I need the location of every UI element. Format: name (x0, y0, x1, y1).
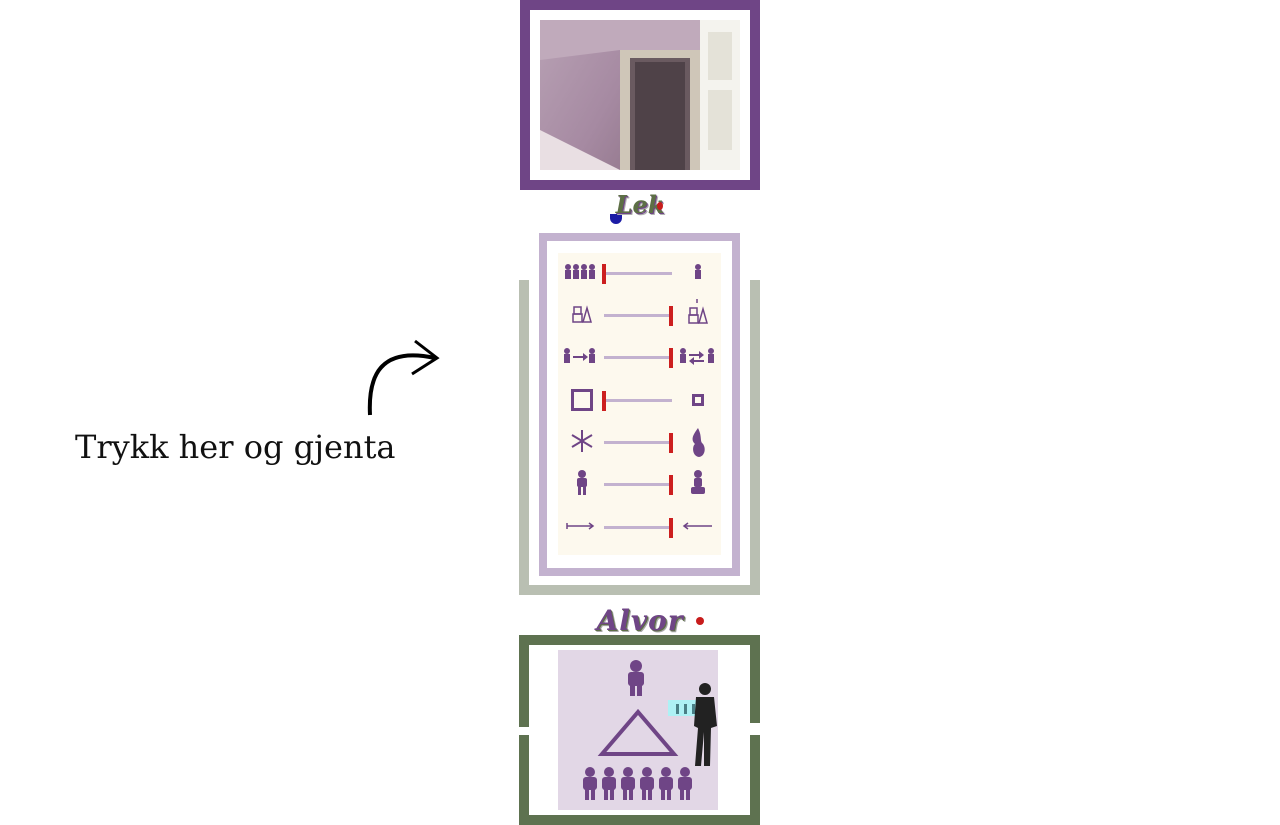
single-person-icon (678, 257, 718, 287)
scale-row[interactable] (558, 422, 721, 457)
block-shapes-icon (562, 299, 602, 329)
large-square-icon (562, 384, 602, 414)
instruction-text[interactable]: Trykk her og gjenta (75, 428, 396, 466)
scale-row[interactable] (558, 337, 721, 368)
group-of-people-icon (583, 767, 692, 800)
sitting-person-icon (678, 468, 718, 498)
scale-row[interactable] (558, 380, 721, 411)
scale-marker[interactable] (602, 264, 606, 284)
scale-marker[interactable] (669, 348, 673, 368)
lek-logo-dot (657, 202, 663, 210)
alvor-logo-dot (696, 617, 704, 625)
curved-arrow-icon[interactable] (360, 336, 450, 420)
standing-person-icon (562, 468, 602, 498)
snowflake-icon (562, 426, 602, 456)
triangle-icon (597, 708, 679, 756)
small-square-icon (678, 384, 718, 414)
scale-bracket (519, 280, 760, 595)
scale-marker[interactable] (669, 518, 673, 538)
leader-person-icon (628, 660, 644, 696)
title-alvor: Alvor (596, 604, 684, 637)
arrow-outward-icon (562, 511, 602, 541)
arrow-inward-icon (678, 511, 718, 541)
scale-row[interactable] (558, 507, 721, 538)
title-lek: Lek (615, 190, 665, 219)
scale-marker[interactable] (669, 433, 673, 453)
presenter-person-icon (690, 682, 720, 768)
scale-row[interactable] (558, 295, 721, 326)
scale-row[interactable] (558, 464, 721, 495)
scale-panel-frame[interactable] (539, 233, 740, 576)
scale-row[interactable] (558, 253, 721, 284)
scale-marker[interactable] (602, 391, 606, 411)
photo-frame (520, 0, 760, 190)
room-doorway-photo (540, 20, 740, 170)
scale-panel (558, 253, 721, 555)
group-of-people-icon (562, 257, 602, 287)
scale-marker[interactable] (669, 306, 673, 326)
hierarchy-diagram (558, 650, 718, 810)
flame-icon (678, 426, 718, 457)
one-way-exchange-icon (562, 341, 602, 371)
lek-logo-swirl (610, 214, 622, 224)
block-shapes-exclaim-icon (678, 299, 718, 329)
scale-marker[interactable] (669, 475, 673, 495)
two-way-exchange-icon (678, 341, 718, 371)
